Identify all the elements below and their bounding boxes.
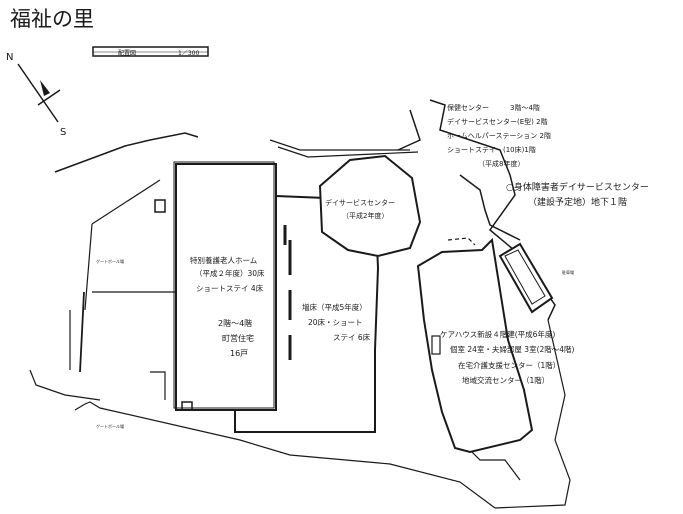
care-house-line-1: ケアハウス新設４階建(平成6年度): [440, 329, 555, 339]
disabled-center-label: ○身体障害者デイサービスセンター （建設予定地）地下１階: [506, 181, 649, 208]
expansion-label: 増床（平成5年度） 20床・ショート ステイ 6床: [302, 302, 371, 342]
disabled-center-line-2: （建設予定地）地下１階: [528, 196, 627, 208]
dashed-fence: [447, 237, 476, 246]
small-structure-bottom: [181, 401, 193, 411]
expansion-line-1: 増床（平成5年度）: [302, 302, 367, 312]
expansion-line-3: ステイ 6床: [333, 332, 371, 342]
day-service-line-1: デイサービスセンター: [325, 198, 395, 207]
compass-south: S: [60, 127, 66, 138]
top-right-line-5: （平成8年度）: [478, 159, 524, 168]
top-right-line-2: デイサービスセンター(E型) 2階: [447, 117, 548, 126]
top-right-line-1: 保健センター 3階～4階: [447, 103, 540, 112]
day-service-building: [318, 154, 422, 258]
expansion-line-2: 20床・ショート: [308, 317, 363, 327]
housing-label: 2階～4階 町営住宅 16戸: [218, 318, 254, 358]
housing-line-1: 2階～4階: [218, 318, 252, 328]
compass-north: N: [6, 52, 13, 63]
care-house-line-4: 地域交流センター（1階）: [462, 375, 549, 385]
scale-bar-left-text: 配置図: [118, 50, 136, 57]
scale-bar: 配置図 1／300: [92, 46, 209, 57]
top-right-line-4: ショートステイ (10床)1階: [447, 145, 536, 154]
small-structure: [154, 199, 166, 213]
small-label-right: 駐車場: [562, 269, 574, 275]
care-house-building: [416, 237, 534, 454]
map-title: 福祉の里: [10, 7, 94, 31]
care-house-line-2: 個室 24室・夫婦部屋 3室(2階～4階): [450, 344, 575, 354]
nursing-home-building: [173, 161, 277, 411]
care-house-line-3: 在宅介護支援センター（1階）: [458, 360, 560, 370]
disabled-center-line-1: ○身体障害者デイサービスセンター: [506, 181, 649, 193]
care-house-label: ケアハウス新設４階建(平成6年度) 個室 24室・夫婦部屋 3室(2階～4階) …: [440, 329, 575, 385]
top-right-line-3: ホームヘルパーステーション 2階: [447, 131, 551, 140]
small-label-left-top: ゲートボール場: [96, 258, 124, 264]
small-label-left-bottom: ゲートボール場: [96, 423, 124, 429]
nursing-home-line-3: ショートステイ 4床: [196, 283, 264, 293]
nursing-home-label: 特別養護老人ホーム （平成２年度）30床 ショートステイ 4床: [190, 255, 265, 293]
nursing-home-line-1: 特別養護老人ホーム: [190, 255, 257, 265]
compass-icon: N S: [6, 52, 66, 138]
housing-line-3: 16戸: [230, 349, 248, 358]
day-service-label: デイサービスセンター （平成2年度）: [325, 198, 395, 220]
top-right-label: 保健センター 3階～4階 デイサービスセンター(E型) 2階 ホームヘルパーステ…: [447, 103, 551, 168]
parking-structure: [498, 242, 554, 314]
day-service-line-2: （平成2年度）: [342, 211, 388, 220]
housing-line-2: 町営住宅: [222, 333, 254, 343]
scale-bar-right-text: 1／300: [178, 50, 199, 57]
nursing-home-line-2: （平成２年度）30床: [195, 268, 265, 278]
